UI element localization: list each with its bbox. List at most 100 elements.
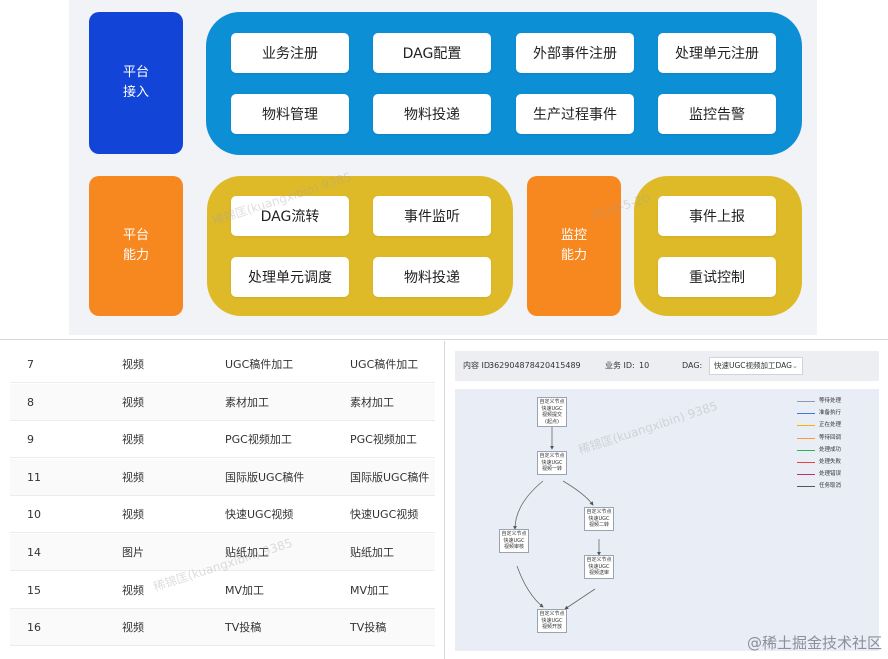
edge-transcode1-to-transcode2 xyxy=(562,480,594,506)
business-id-label: 业务 ID: xyxy=(605,361,635,370)
site-credit: @稀土掘金技术社区 xyxy=(746,634,882,652)
dag-label: DAG: xyxy=(682,361,703,370)
legend-item: 处理成功 xyxy=(797,446,842,454)
legend-label: 处理错误 xyxy=(819,471,842,478)
dag-panel: 内容 ID: 362904878420415489 业务 ID: 10 DAG:… xyxy=(446,341,888,659)
capability-chip: 业务注册 xyxy=(231,33,349,73)
legend-swatch xyxy=(797,437,815,439)
legend-label: 任务取消 xyxy=(819,483,842,490)
row-type: 视频 xyxy=(122,433,144,447)
capability-chip: 监控告警 xyxy=(658,94,776,134)
capability-chip: 生产过程事件 xyxy=(516,94,634,134)
legend-item: 等待回调 xyxy=(797,434,842,442)
row-id: 15 xyxy=(27,583,41,597)
legend-label: 处理失败 xyxy=(819,459,842,465)
business-id-value[interactable]: 10 xyxy=(639,361,650,370)
content-id-value[interactable]: 362904878420415489 xyxy=(489,361,581,370)
legend-label: 正在处理 xyxy=(819,422,842,429)
legend-item: 等待处理 xyxy=(797,397,842,405)
platform-access-block: 平台 接入 xyxy=(89,12,183,154)
row-type: 视频 xyxy=(122,508,144,522)
legend-swatch xyxy=(797,413,815,415)
row-business-desc: TV投稿 xyxy=(350,621,387,635)
row-id: 10 xyxy=(27,508,41,522)
row-id: 7 xyxy=(27,358,34,371)
legend-swatch xyxy=(797,486,815,488)
row-business-name: UGC稿件加工 xyxy=(225,358,294,371)
table-row[interactable]: 15 视频 MV加工 MV加工 xyxy=(10,572,435,609)
row-business-desc: MV加工 xyxy=(350,583,390,597)
legend-label: 准备执行 xyxy=(819,410,842,417)
row-business-desc: UGC稿件加工 xyxy=(350,358,419,371)
capability-chip: 重试控制 xyxy=(658,257,776,297)
dag-select[interactable]: 快速UGC视频加工DAG ⌄ xyxy=(709,357,803,375)
legend-item: 正在处理 xyxy=(797,421,842,429)
dag-edges xyxy=(513,427,601,610)
legend-swatch xyxy=(797,474,815,476)
dag-node[interactable]: 自定义节点 快速UGC 视频送审 xyxy=(584,555,614,579)
table-row[interactable]: 9 视频 PGC视频加工 PGC视频加工 xyxy=(10,421,435,459)
legend-item: 处理错误 xyxy=(797,470,842,478)
business-table-panel: 7 视频 UGC稿件加工 UGC稿件加工 8 视频 素材加工 素材加工 9 视频 PGC视频加工 PG… xyxy=(0,341,445,659)
table-row[interactable]: 8 视频 素材加工 素材加工 xyxy=(10,383,435,421)
row-business-desc: 素材加工 xyxy=(350,395,394,409)
dag-canvas[interactable]: 自定义节点 快速UGC 视频提交 (起点)自定义节点 快速UGC 视频一转自定义… xyxy=(455,389,879,651)
platform-capability-block: 平台 能力 xyxy=(89,176,183,316)
row-id: 14 xyxy=(27,546,41,559)
dag-toolbar: 内容 ID: 362904878420415489 业务 ID: 10 DAG:… xyxy=(455,351,879,381)
edge-send-to-open xyxy=(564,588,596,610)
row-id: 11 xyxy=(27,470,41,484)
capability-chip: 物料投递 xyxy=(373,257,491,297)
edge-audit-to-open xyxy=(516,565,544,608)
legend-item: 准备执行 xyxy=(797,409,842,417)
dag-node[interactable]: 自定义节点 快速UGC 视频开放 xyxy=(537,609,567,633)
row-business-desc: 快速UGC视频 xyxy=(350,508,419,522)
legend-swatch xyxy=(797,401,815,402)
legend-label: 等待处理 xyxy=(819,398,842,404)
legend-swatch xyxy=(797,462,815,463)
dag-node[interactable]: 自定义节点 快速UGC 视频提交 (起点) xyxy=(537,397,567,427)
capability-chip: 外部事件注册 xyxy=(516,33,634,73)
legend-item: 任务取消 xyxy=(797,482,842,490)
row-business-desc: 国际版UGC稿件 xyxy=(350,470,430,484)
dag-node[interactable]: 自定义节点 快速UGC 视频审核 xyxy=(499,529,529,553)
row-business-name: TV投稿 xyxy=(225,621,262,635)
row-business-desc: 贴纸加工 xyxy=(350,546,394,559)
row-business-name: 素材加工 xyxy=(225,395,269,409)
dag-node[interactable]: 自定义节点 快速UGC 视频二转 xyxy=(584,507,614,531)
monitoring-capability-block: 监控 能力 xyxy=(527,176,621,316)
row-business-desc: PGC视频加工 xyxy=(350,433,417,447)
row-id: 8 xyxy=(27,395,34,409)
row-type: 视频 xyxy=(122,583,144,597)
legend-label: 等待回调 xyxy=(819,434,842,441)
row-business-name: PGC视频加工 xyxy=(225,433,292,447)
capability-chip: 事件监听 xyxy=(373,196,491,236)
capability-chip: 物料管理 xyxy=(231,94,349,134)
row-type: 视频 xyxy=(122,395,144,409)
content-id-label: 内容 ID: xyxy=(463,361,493,370)
legend-swatch xyxy=(797,425,815,427)
row-id: 9 xyxy=(27,433,34,447)
capability-chip: 物料投递 xyxy=(373,94,491,134)
legend-item: 处理失败 xyxy=(797,458,842,466)
capability-chip: 事件上报 xyxy=(658,196,776,236)
row-type: 图片 xyxy=(122,546,144,559)
row-type: 视频 xyxy=(122,621,144,635)
dag-select-value: 快速UGC视频加工DAG xyxy=(714,361,792,370)
capability-chip: DAG流转 xyxy=(231,196,349,236)
capability-chip: 处理单元调度 xyxy=(231,257,349,297)
legend-label: 处理成功 xyxy=(819,446,842,453)
edge-transcode1-to-audit xyxy=(513,480,544,530)
row-business-name: MV加工 xyxy=(225,583,265,597)
capability-chip: 处理单元注册 xyxy=(658,33,776,73)
legend-swatch xyxy=(797,449,815,451)
row-type: 视频 xyxy=(122,470,144,484)
dag-node[interactable]: 自定义节点 快速UGC 视频一转 xyxy=(537,451,567,475)
